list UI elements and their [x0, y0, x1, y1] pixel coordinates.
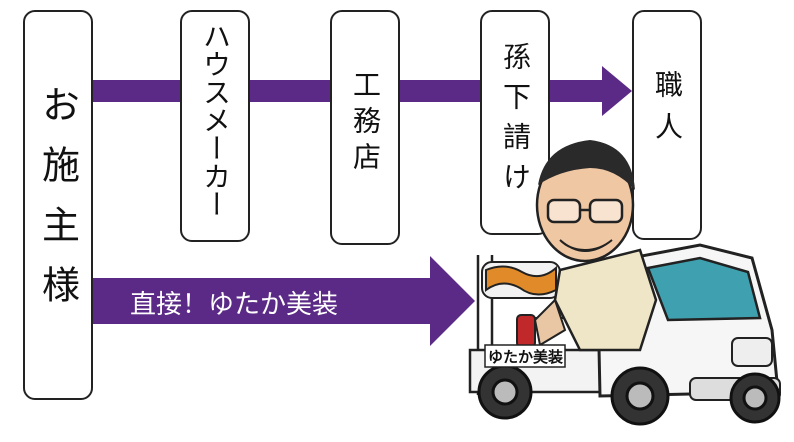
- painter-head: [535, 140, 635, 263]
- node-house-maker-label: ハウスメーカー: [199, 22, 232, 218]
- direct-arrow-bar: [92, 278, 432, 324]
- node-house-maker: ハウスメーカー: [180, 10, 250, 242]
- top-arrow-head: [602, 66, 632, 116]
- painter-body: [553, 248, 658, 352]
- truck-sign-text: ゆたか美装: [488, 348, 564, 366]
- direct-route-label: 直接！ゆたか美装: [130, 290, 339, 320]
- node-contractor: 工務店: [330, 10, 400, 245]
- node-subcontractor: 孫下請け: [480, 10, 550, 235]
- node-craftsman-label: 職人: [651, 70, 684, 154]
- node-client-label: お施主様: [35, 85, 80, 325]
- node-contractor-label: 工務店: [349, 70, 382, 178]
- direct-arrow-head: [430, 256, 475, 346]
- node-subcontractor-label: 孫下請け: [499, 42, 532, 202]
- node-craftsman: 職人: [632, 10, 702, 240]
- truck-headlight: [731, 337, 773, 367]
- truck-windshield: [646, 256, 762, 322]
- truck-wheels: [477, 364, 781, 426]
- truck-side-sign: [484, 344, 566, 368]
- node-client: お施主様: [23, 10, 93, 400]
